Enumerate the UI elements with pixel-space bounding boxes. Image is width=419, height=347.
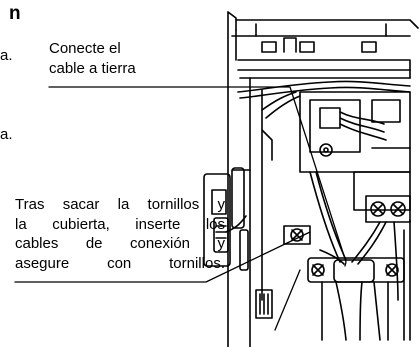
connection-callout-line: la cubierta, inserte los [15, 215, 225, 233]
conduit [321, 219, 411, 341]
terminal-screw [370, 201, 386, 217]
connector-module [203, 173, 247, 267]
leader-lines [14, 86, 347, 331]
connection-cables [309, 171, 399, 301]
connection-callout-line: cables de conexión y [15, 235, 225, 252]
cable-bundle [237, 80, 411, 119]
control-box [299, 91, 411, 173]
ground-callout-line-2: cable a tierra [49, 59, 136, 77]
terminal-screw [390, 201, 406, 217]
housing-slot [261, 41, 277, 53]
side-panel [231, 77, 273, 347]
ground-callout-line-1: Conecte el [49, 40, 121, 57]
terminal-block [353, 171, 411, 223]
ground-screw [283, 225, 311, 245]
housing-slot [299, 41, 315, 53]
side-latch [255, 289, 273, 319]
text-fragment-b: a. [0, 126, 13, 143]
connection-callout-line: Tras sacar la tornillos y [15, 196, 225, 213]
text-fragment-a: a. [0, 47, 13, 64]
cable-clamp [307, 257, 405, 283]
housing-slot [361, 41, 377, 53]
heading-fragment: n [9, 3, 21, 24]
unit-housing [227, 11, 419, 347]
connection-callout-line: asegure con tornillos. [15, 254, 225, 272]
ground-cable-callout: Conecte el cable a tierra [49, 39, 136, 78]
connection-cable-callout: Tras sacar la tornillos y la cubierta, i… [15, 195, 225, 273]
